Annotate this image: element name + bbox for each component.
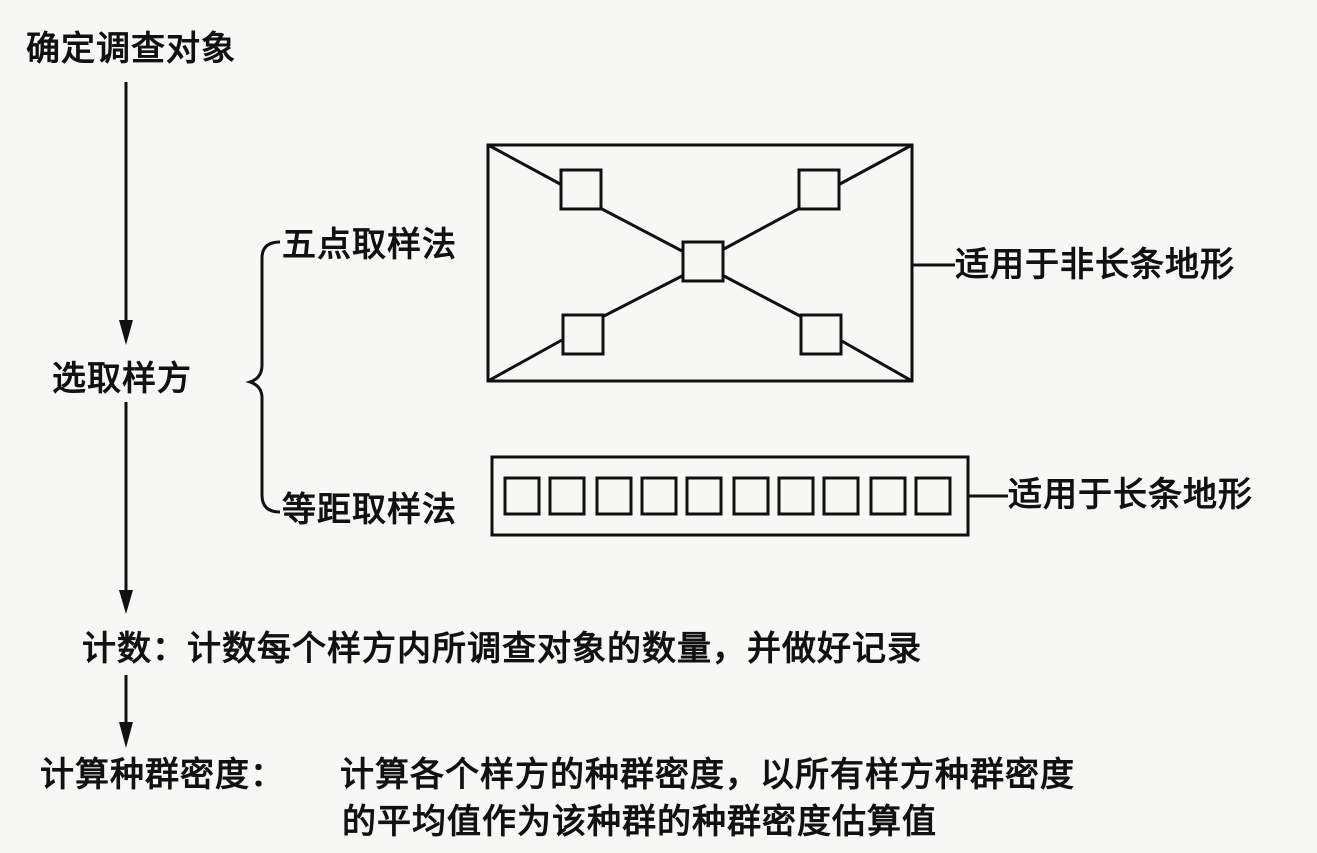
- arrow-step2-to-step3: [119, 402, 133, 614]
- five-point-plot: [486, 143, 955, 383]
- step-calc-density-line2: 的平均值作为该种群的种群密度估算值: [342, 802, 937, 842]
- step-calc-density-line1: 计算各个样方的种群密度，以所有样方种群密度: [340, 755, 1075, 795]
- step-calc-density-label: 计算种群密度：: [40, 755, 285, 795]
- equidistant-plot: [490, 455, 1008, 537]
- step-determine-subject: 确定调查对象: [26, 29, 236, 69]
- brace: [245, 240, 281, 514]
- method-five-point-label: 五点取样法: [282, 225, 457, 265]
- method-five-point-note: 适用于非长条地形: [955, 245, 1235, 285]
- arrow-step3-to-step4: [119, 675, 133, 748]
- arrow-step1-to-step2: [119, 82, 133, 345]
- step-count: 计数：计数每个样方内所调查对象的数量，并做好记录: [82, 629, 922, 669]
- method-equidistant-note: 适用于长条地形: [1008, 475, 1253, 515]
- step-select-quadrat: 选取样方: [52, 359, 192, 399]
- method-equidistant-label: 等距取样法: [282, 490, 457, 530]
